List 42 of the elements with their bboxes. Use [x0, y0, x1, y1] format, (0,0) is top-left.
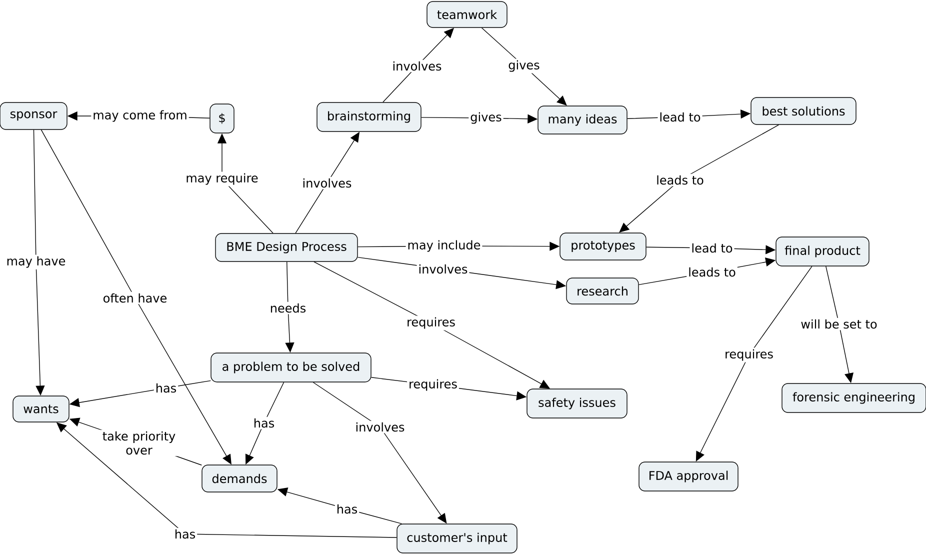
concept-box: teamwork: [426, 1, 508, 28]
concept-box: wants: [12, 396, 70, 422]
edge-label: involves: [416, 262, 470, 276]
edge-label: has: [334, 502, 360, 516]
concept-box: customer's input: [396, 524, 518, 554]
concept-box: FDA approval: [638, 462, 738, 492]
edge-label: involves: [354, 420, 406, 434]
concept-box: safety issues: [526, 388, 628, 418]
edge-label: leads to: [686, 266, 738, 278]
edge-label: lead to: [658, 110, 702, 124]
concept-box: forensic engineering: [782, 383, 926, 413]
concept-box: a problem to be solved: [210, 352, 372, 382]
concept-box: BME Design Process: [215, 233, 358, 262]
edge-label: often have: [101, 292, 169, 304]
edge-label: may include: [406, 238, 482, 254]
edge-label: gives: [468, 110, 504, 126]
edge-label: needs: [268, 302, 308, 314]
edge-label: requires: [405, 316, 457, 330]
edge-label: involves: [300, 176, 354, 190]
edge-label: requires: [723, 348, 775, 362]
edge-label: lead to: [690, 242, 734, 254]
concept-box: final product: [776, 236, 870, 266]
edge-label: may require: [184, 172, 260, 186]
concept-box: prototypes: [560, 232, 646, 260]
concept-box: brainstorming: [316, 102, 422, 132]
edge-label: take priority over: [98, 430, 180, 456]
concept-box: $: [210, 104, 234, 134]
edge-label: will be set to: [799, 318, 879, 330]
concept-box: many ideas: [538, 106, 628, 134]
edge-label: gives: [506, 58, 542, 74]
concept-box: demands: [202, 464, 278, 492]
edge-label: may have: [4, 254, 68, 270]
edge-label: has: [154, 382, 178, 394]
edge-label: leads to: [654, 174, 706, 186]
edge-label: involves: [390, 60, 444, 72]
concept-box: sponsor: [0, 102, 68, 130]
concept-box: research: [566, 278, 639, 304]
edge-label: requires: [407, 378, 459, 392]
edge-label: has: [172, 528, 198, 540]
edge-label: may come from: [91, 108, 189, 124]
edge-label: has: [252, 416, 276, 430]
concept-box: best solutions: [750, 97, 856, 125]
